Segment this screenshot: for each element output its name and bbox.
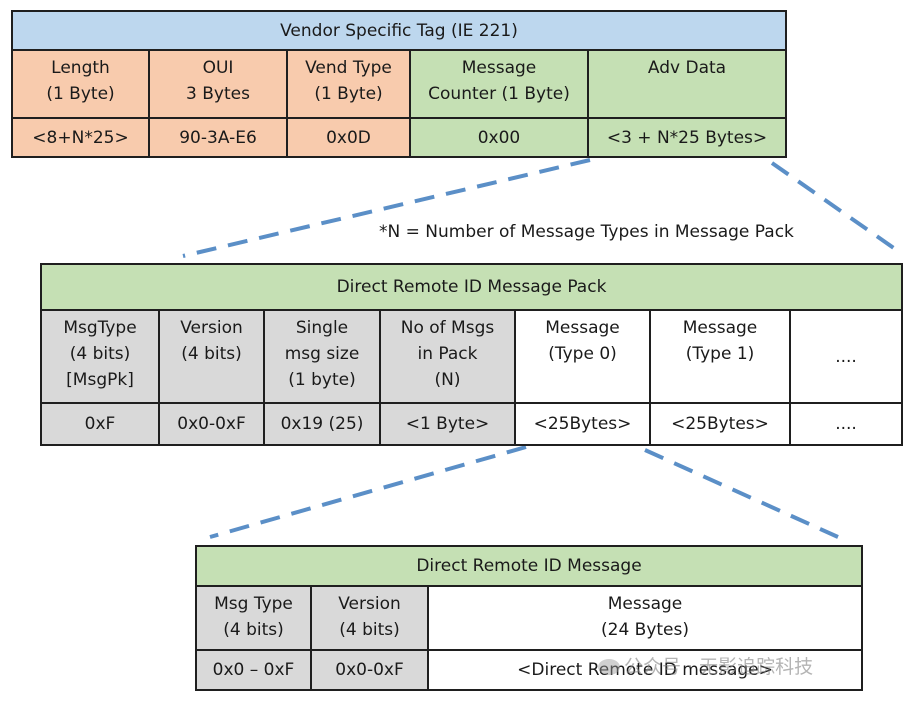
watermark: 公众号 · 无影追踪科技 <box>598 652 813 679</box>
field-adv-data-value: <3 + N*25 Bytes> <box>587 117 787 158</box>
pack-message-type1-value: <25Bytes> <box>649 402 791 446</box>
message-version-value: 0x0-0xF <box>310 649 429 691</box>
pack-msg-size-header: Single msg size (1 byte) <box>263 309 381 404</box>
vendor-tag-title: Vendor Specific Tag (IE 221) <box>11 10 787 51</box>
message-table: Direct Remote ID Message Msg Type (4 bit… <box>194 545 864 691</box>
field-message-counter-header: Message Counter (1 Byte) <box>409 49 589 119</box>
message-version-header: Version (4 bits) <box>310 585 429 651</box>
connector-advdata-right <box>770 161 900 253</box>
pack-msg-size-value: 0x19 (25) <box>263 402 381 446</box>
field-length-header: Length (1 Byte) <box>11 49 150 119</box>
field-oui-value: 90-3A-E6 <box>148 117 288 158</box>
message-pack-title: Direct Remote ID Message Pack <box>39 263 904 311</box>
message-msgtype-header: Msg Type (4 bits) <box>195 585 312 651</box>
pack-ellipsis-value: .... <box>788 402 904 446</box>
message-body-value: <Direct Remote ID message> <box>426 649 864 691</box>
message-pack-table: Direct Remote ID Message Pack MsgType (4… <box>39 263 904 446</box>
pack-ellipsis-header: .... <box>788 309 904 404</box>
pack-version-value: 0x0-0xF <box>158 402 265 446</box>
pack-message-type0-value: <25Bytes> <box>514 402 651 446</box>
pack-message-type0-header: Message (Type 0) <box>514 309 651 404</box>
field-oui-header: OUI 3 Bytes <box>148 49 288 119</box>
connector-msg-right <box>644 448 839 539</box>
field-length-value: <8+N*25> <box>11 117 150 158</box>
watermark-text: 公众号 · 无影追踪科技 <box>624 656 814 678</box>
field-vend-type-value: 0x0D <box>286 117 411 158</box>
pack-version-header: Version (4 bits) <box>158 309 265 404</box>
connector-advdata-left <box>182 158 591 258</box>
pack-message-type1-header: Message (Type 1) <box>649 309 791 404</box>
connector-msg-left <box>209 445 527 539</box>
vendor-specific-tag-table: Vendor Specific Tag (IE 221) Length (1 B… <box>11 10 787 158</box>
field-vend-type-header: Vend Type (1 Byte) <box>286 49 411 119</box>
pack-num-msgs-header: No of Msgs in Pack (N) <box>379 309 516 404</box>
pack-msgtype-value: 0xF <box>40 402 160 446</box>
pack-num-msgs-value: <1 Byte> <box>379 402 516 446</box>
wechat-icon <box>598 659 620 675</box>
footnote-n-definition: *N = Number of Message Types in Message … <box>379 222 794 242</box>
field-adv-data-header: Adv Data <box>587 49 787 119</box>
message-msgtype-value: 0x0 – 0xF <box>195 649 312 691</box>
pack-msgtype-header: MsgType (4 bits) [MsgPk] <box>40 309 160 404</box>
field-message-counter-value: 0x00 <box>409 117 589 158</box>
message-body-header: Message (24 Bytes) <box>426 585 864 651</box>
message-title: Direct Remote ID Message <box>194 545 864 587</box>
